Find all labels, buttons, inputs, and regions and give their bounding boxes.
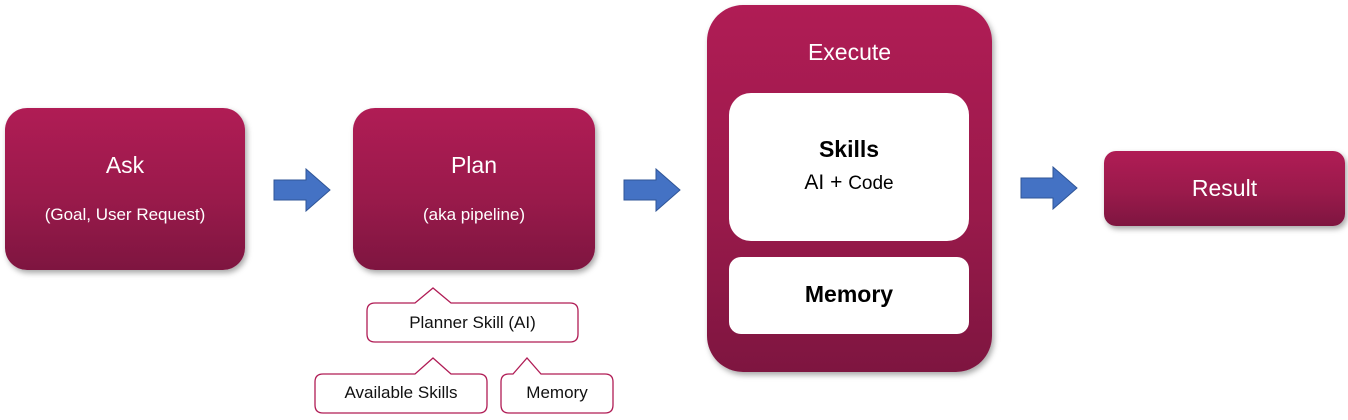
available-skills-label: Available Skills [344, 383, 458, 402]
memory-title: Memory [804, 281, 894, 307]
result-box: Result [1104, 151, 1345, 226]
available-skills-callout [314, 357, 488, 414]
plan-title: Plan [450, 152, 498, 178]
execute-title: Execute [807, 39, 892, 65]
plan-box: Plan (aka pipeline) [353, 108, 595, 270]
planner-skill-label: Planner Skill (AI) [409, 313, 536, 332]
skills-subtitle: AI + Code [729, 171, 969, 195]
arrow-right-icon [1020, 166, 1078, 210]
execute-box: Execute Skills AI + Code Memory [707, 5, 992, 372]
plan-subtitle: (aka pipeline) [422, 205, 526, 224]
result-title: Result [1191, 175, 1258, 201]
memory-callout [500, 357, 614, 414]
planner-skill-callout [366, 287, 579, 343]
skills-title: Skills [818, 136, 880, 162]
memory-callout-label: Memory [526, 383, 588, 402]
skills-code: Code [848, 173, 894, 194]
arrow-right-icon [623, 168, 681, 212]
skills-ai: AI + [804, 171, 843, 194]
memory-box: Memory [729, 257, 969, 334]
ask-subtitle: (Goal, User Request) [44, 205, 206, 224]
arrow-right-icon [273, 168, 331, 212]
ask-title: Ask [105, 152, 145, 178]
ask-box: Ask (Goal, User Request) [5, 108, 245, 270]
skills-box: Skills AI + Code [729, 93, 969, 241]
